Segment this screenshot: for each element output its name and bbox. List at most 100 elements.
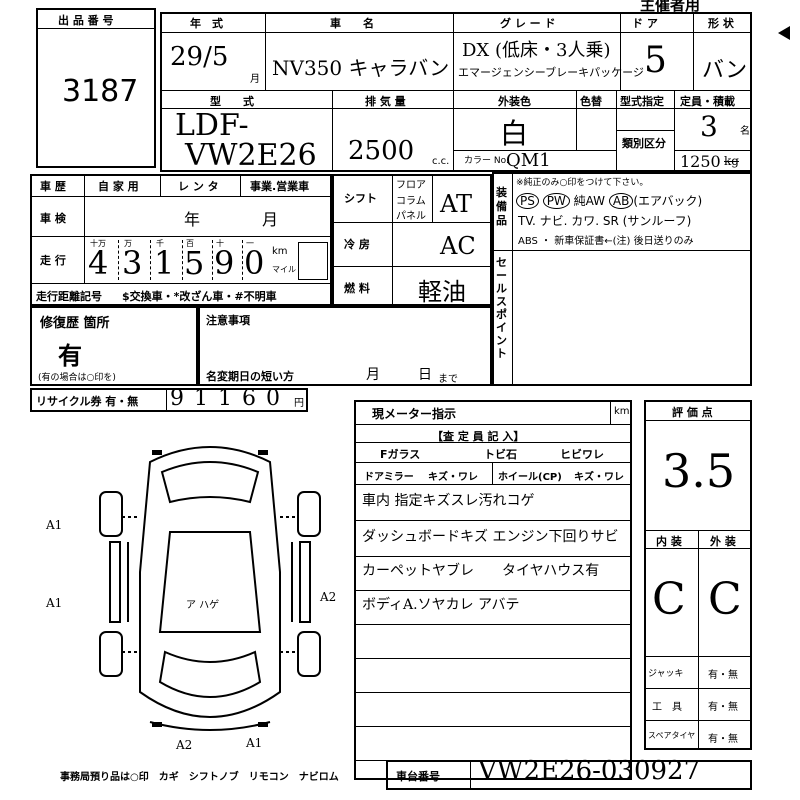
exterior-color-label: 外装色 bbox=[498, 95, 531, 108]
km-unit: km bbox=[272, 246, 288, 257]
equipment-note: ※純正のみ○印をつけて下さい。 bbox=[516, 178, 649, 188]
rental-option: レ ン タ bbox=[178, 180, 219, 193]
load-unit: kg bbox=[724, 154, 739, 168]
shaken-year: 年 bbox=[184, 210, 201, 229]
car-name-label: 車 名 bbox=[330, 17, 374, 30]
recycle-amount: 91160 bbox=[170, 386, 290, 411]
mileage-digit: 5 bbox=[184, 244, 205, 282]
car-name-value: NV350 キャラバン bbox=[272, 56, 450, 80]
ps-option[interactable]: PS bbox=[516, 193, 539, 209]
mileage-label: 走 行 bbox=[40, 254, 66, 267]
model-line-2: VW2E26 bbox=[185, 138, 317, 173]
inspection-note: ボディA.ソヤカレ アバテ bbox=[362, 597, 520, 613]
model-line-1: LDF- bbox=[175, 108, 249, 143]
repair-value: 有 bbox=[58, 342, 82, 370]
spare-label: スペアタイヤ bbox=[648, 731, 696, 740]
mile-unit: マイル bbox=[272, 265, 296, 274]
shaken-label: 車 検 bbox=[40, 212, 66, 225]
recycle-unit: 円 bbox=[294, 398, 304, 409]
inspection-note: 車内 指定キズスレ汚れコゲ bbox=[362, 493, 535, 509]
mileage-digit: 1 bbox=[154, 244, 175, 282]
equipment-label: 装備品 bbox=[496, 186, 507, 227]
meter-label: 現メーター指示 bbox=[372, 407, 457, 421]
shift-option-panel: パネル bbox=[396, 211, 426, 222]
spare-yes-no: 有・無 bbox=[708, 734, 738, 745]
chassis-block bbox=[386, 760, 752, 790]
repair-label: 修復歴 箇所 bbox=[40, 316, 110, 331]
notice-block bbox=[198, 306, 492, 386]
chassis-label: 車台番号 bbox=[396, 770, 440, 783]
glass-label: Fガラス bbox=[380, 448, 421, 461]
interior-value: C bbox=[652, 574, 686, 625]
equipment-row-2: TV. ナビ. カワ. SR (サンルーフ) bbox=[518, 214, 692, 228]
mileage-digit: 0 bbox=[244, 244, 265, 282]
organizer-use-label: 主催者用 bbox=[640, 0, 701, 14]
mileage-note: $交換車・*改ざん車・#不明車 bbox=[122, 290, 277, 303]
damage-mark: A2 bbox=[176, 738, 193, 752]
short-date-label: 名変期日の短い方 bbox=[206, 370, 294, 383]
lot-number-box bbox=[36, 8, 156, 168]
mileage-digit: 3 bbox=[122, 244, 143, 282]
ab-option[interactable]: AB bbox=[608, 193, 634, 209]
jack-label: ジャッキ bbox=[648, 669, 684, 679]
chassis-value: VW2E26-030927 bbox=[478, 756, 701, 786]
lot-number: 3187 bbox=[62, 74, 139, 109]
type-designation-label: 型式指定 bbox=[620, 95, 664, 108]
chip-label: トビ石 bbox=[484, 448, 517, 461]
fuel-label: 燃 料 bbox=[344, 282, 370, 295]
mileage-digit: 9 bbox=[214, 244, 235, 282]
business-option: 事業.営業車 bbox=[250, 180, 310, 193]
mirror-label: ドアミラー bbox=[364, 472, 414, 483]
displacement-label: 排 気 量 bbox=[365, 95, 406, 108]
wheel-label: ホイール(CP) bbox=[498, 472, 562, 483]
exterior-value: C bbox=[708, 574, 742, 625]
year-label: 年 式 bbox=[190, 17, 223, 30]
color-no-value: QM1 bbox=[506, 150, 551, 171]
damage-mark: A1 bbox=[46, 596, 63, 610]
shift-option-floor: フロア bbox=[396, 180, 426, 191]
grade-line-1: DX (低床・3人乗) bbox=[462, 40, 611, 61]
until-month: 月 bbox=[366, 367, 380, 383]
model-label: 型 式 bbox=[210, 95, 254, 108]
history-label: 車 歴 bbox=[40, 180, 66, 193]
exterior-label: 外 装 bbox=[710, 535, 736, 548]
pointer-icon bbox=[778, 26, 790, 40]
mirror-options: キズ・ワレ bbox=[428, 472, 478, 483]
mileage-note-label: 走行距離記号 bbox=[36, 290, 102, 303]
mile-checkbox[interactable] bbox=[298, 242, 328, 280]
score-label: 評 価 点 bbox=[672, 406, 713, 419]
recycle-label: リサイクル券 有・無 bbox=[36, 395, 139, 408]
ac-value: AC bbox=[440, 232, 476, 260]
damage-mark: A1 bbox=[246, 736, 263, 750]
damage-mark: A1 bbox=[46, 518, 63, 532]
equipment-block bbox=[492, 172, 752, 386]
inspection-note: カーペットヤブレ タイヤハウス有 bbox=[362, 563, 600, 579]
grade-line-2: エマージェンシーブレーキパッケージ bbox=[458, 66, 644, 79]
meter-unit: km bbox=[614, 406, 630, 417]
deposited-items-note: 事務局預り品は○印 カギ シフトノブ リモコン ナビロム bbox=[60, 772, 339, 783]
doors-value: 5 bbox=[644, 40, 667, 81]
inspector-label: 【査 定 員 記 入】 bbox=[432, 430, 525, 443]
lot-number-label: 出 品 番 号 bbox=[58, 14, 114, 27]
load-value: 1250 bbox=[680, 152, 721, 171]
score-value: 3.5 bbox=[662, 444, 736, 498]
year-suffix: 月 bbox=[250, 74, 260, 85]
pw-option[interactable]: PW bbox=[542, 193, 570, 209]
cc-unit: c.c. bbox=[432, 156, 450, 167]
capacity-unit: 名 bbox=[740, 126, 750, 137]
jack-yes-no: 有・無 bbox=[708, 670, 738, 681]
tools-yes-no: 有・無 bbox=[708, 702, 738, 713]
diagram-center-note: ア ハゲ bbox=[186, 600, 220, 611]
private-option: 自 家 用 bbox=[98, 180, 139, 193]
color-value: 白 bbox=[500, 117, 529, 150]
aw-option[interactable]: 純AW bbox=[573, 194, 606, 208]
shaken-month: 月 bbox=[262, 210, 279, 229]
history-block bbox=[30, 174, 332, 306]
sales-point-label: セールスポイント bbox=[496, 256, 507, 360]
car-diagram bbox=[99, 446, 321, 731]
until-label: まで bbox=[438, 374, 458, 385]
repair-block bbox=[30, 306, 198, 386]
color-no-label: カラー No. bbox=[464, 156, 509, 166]
wheel-options: キズ・ワレ bbox=[574, 472, 624, 483]
notice-label: 注意事項 bbox=[206, 314, 250, 327]
